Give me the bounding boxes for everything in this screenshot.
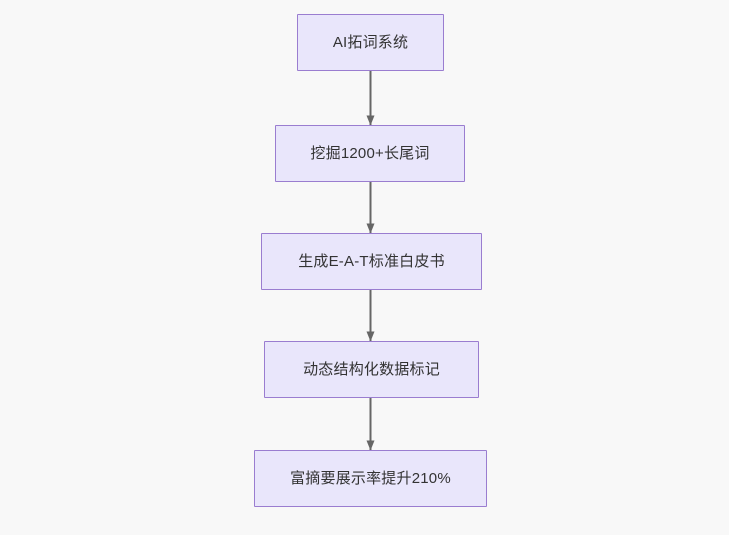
flow-node-dynamic-structured-data-markup[interactable]: 动态结构化数据标记: [264, 341, 479, 398]
flow-node-label: 动态结构化数据标记: [303, 360, 440, 378]
flow-node-mine-longtail-keywords[interactable]: 挖掘1200+长尾词: [275, 125, 465, 182]
flow-node-generate-eat-whitepaper[interactable]: 生成E-A-T标准白皮书: [261, 233, 482, 290]
flow-node-rich-snippet-rate-increase[interactable]: 富摘要展示率提升210%: [254, 450, 487, 507]
flow-node-label: 挖掘1200+长尾词: [310, 144, 430, 162]
flow-node-ai-keyword-system[interactable]: AI拓词系统: [297, 14, 444, 71]
flow-node-label: 生成E-A-T标准白皮书: [298, 252, 445, 270]
flow-node-label: AI拓词系统: [332, 33, 409, 51]
flow-node-label: 富摘要展示率提升210%: [290, 469, 451, 487]
